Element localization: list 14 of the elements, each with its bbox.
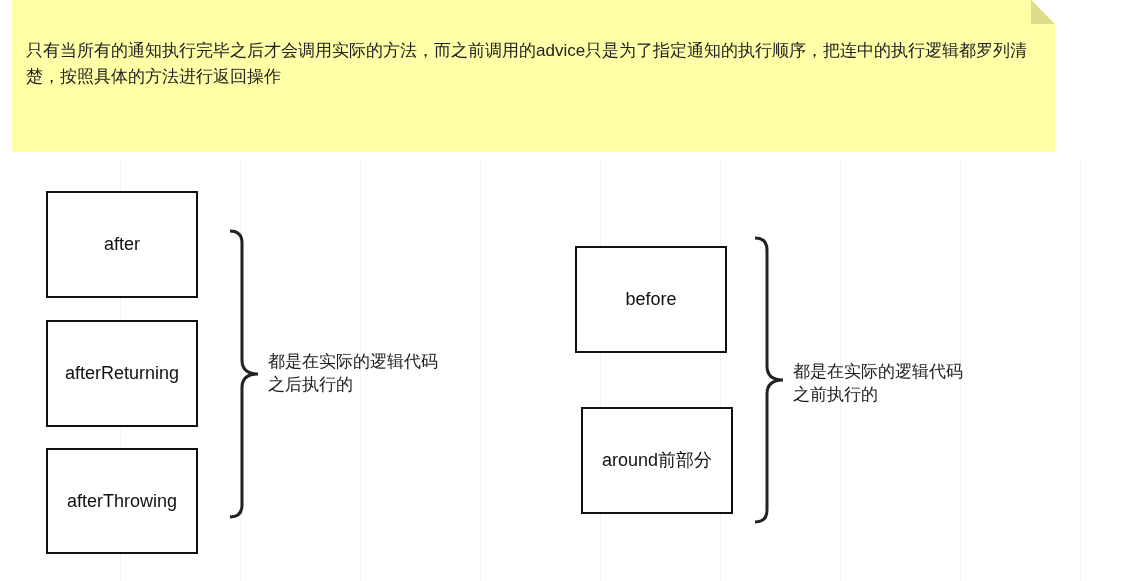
note-text: 只有当所有的通知执行完毕之后才会调用实际的方法，而之前调用的advice只是为了指定通知的执行顺序，把连中的执行逻辑都罗列清楚，按照具体的方法进行返回操作	[26, 40, 1029, 88]
process-box	[46, 448, 198, 554]
sticky-note	[12, 0, 1055, 152]
brace-note: 都是在实际的逻辑代码之前执行的	[793, 361, 963, 406]
box-label: around前部分	[601, 449, 713, 472]
box-label: after	[104, 233, 140, 256]
process-box	[46, 191, 198, 298]
brace-note: 都是在实际的逻辑代码之后执行的	[268, 351, 438, 396]
box-label: before	[625, 288, 677, 311]
process-box	[575, 246, 727, 353]
box-label: afterReturning	[64, 362, 180, 385]
process-box	[46, 320, 198, 427]
process-box	[581, 407, 733, 514]
box-label: afterThrowing	[66, 489, 178, 513]
